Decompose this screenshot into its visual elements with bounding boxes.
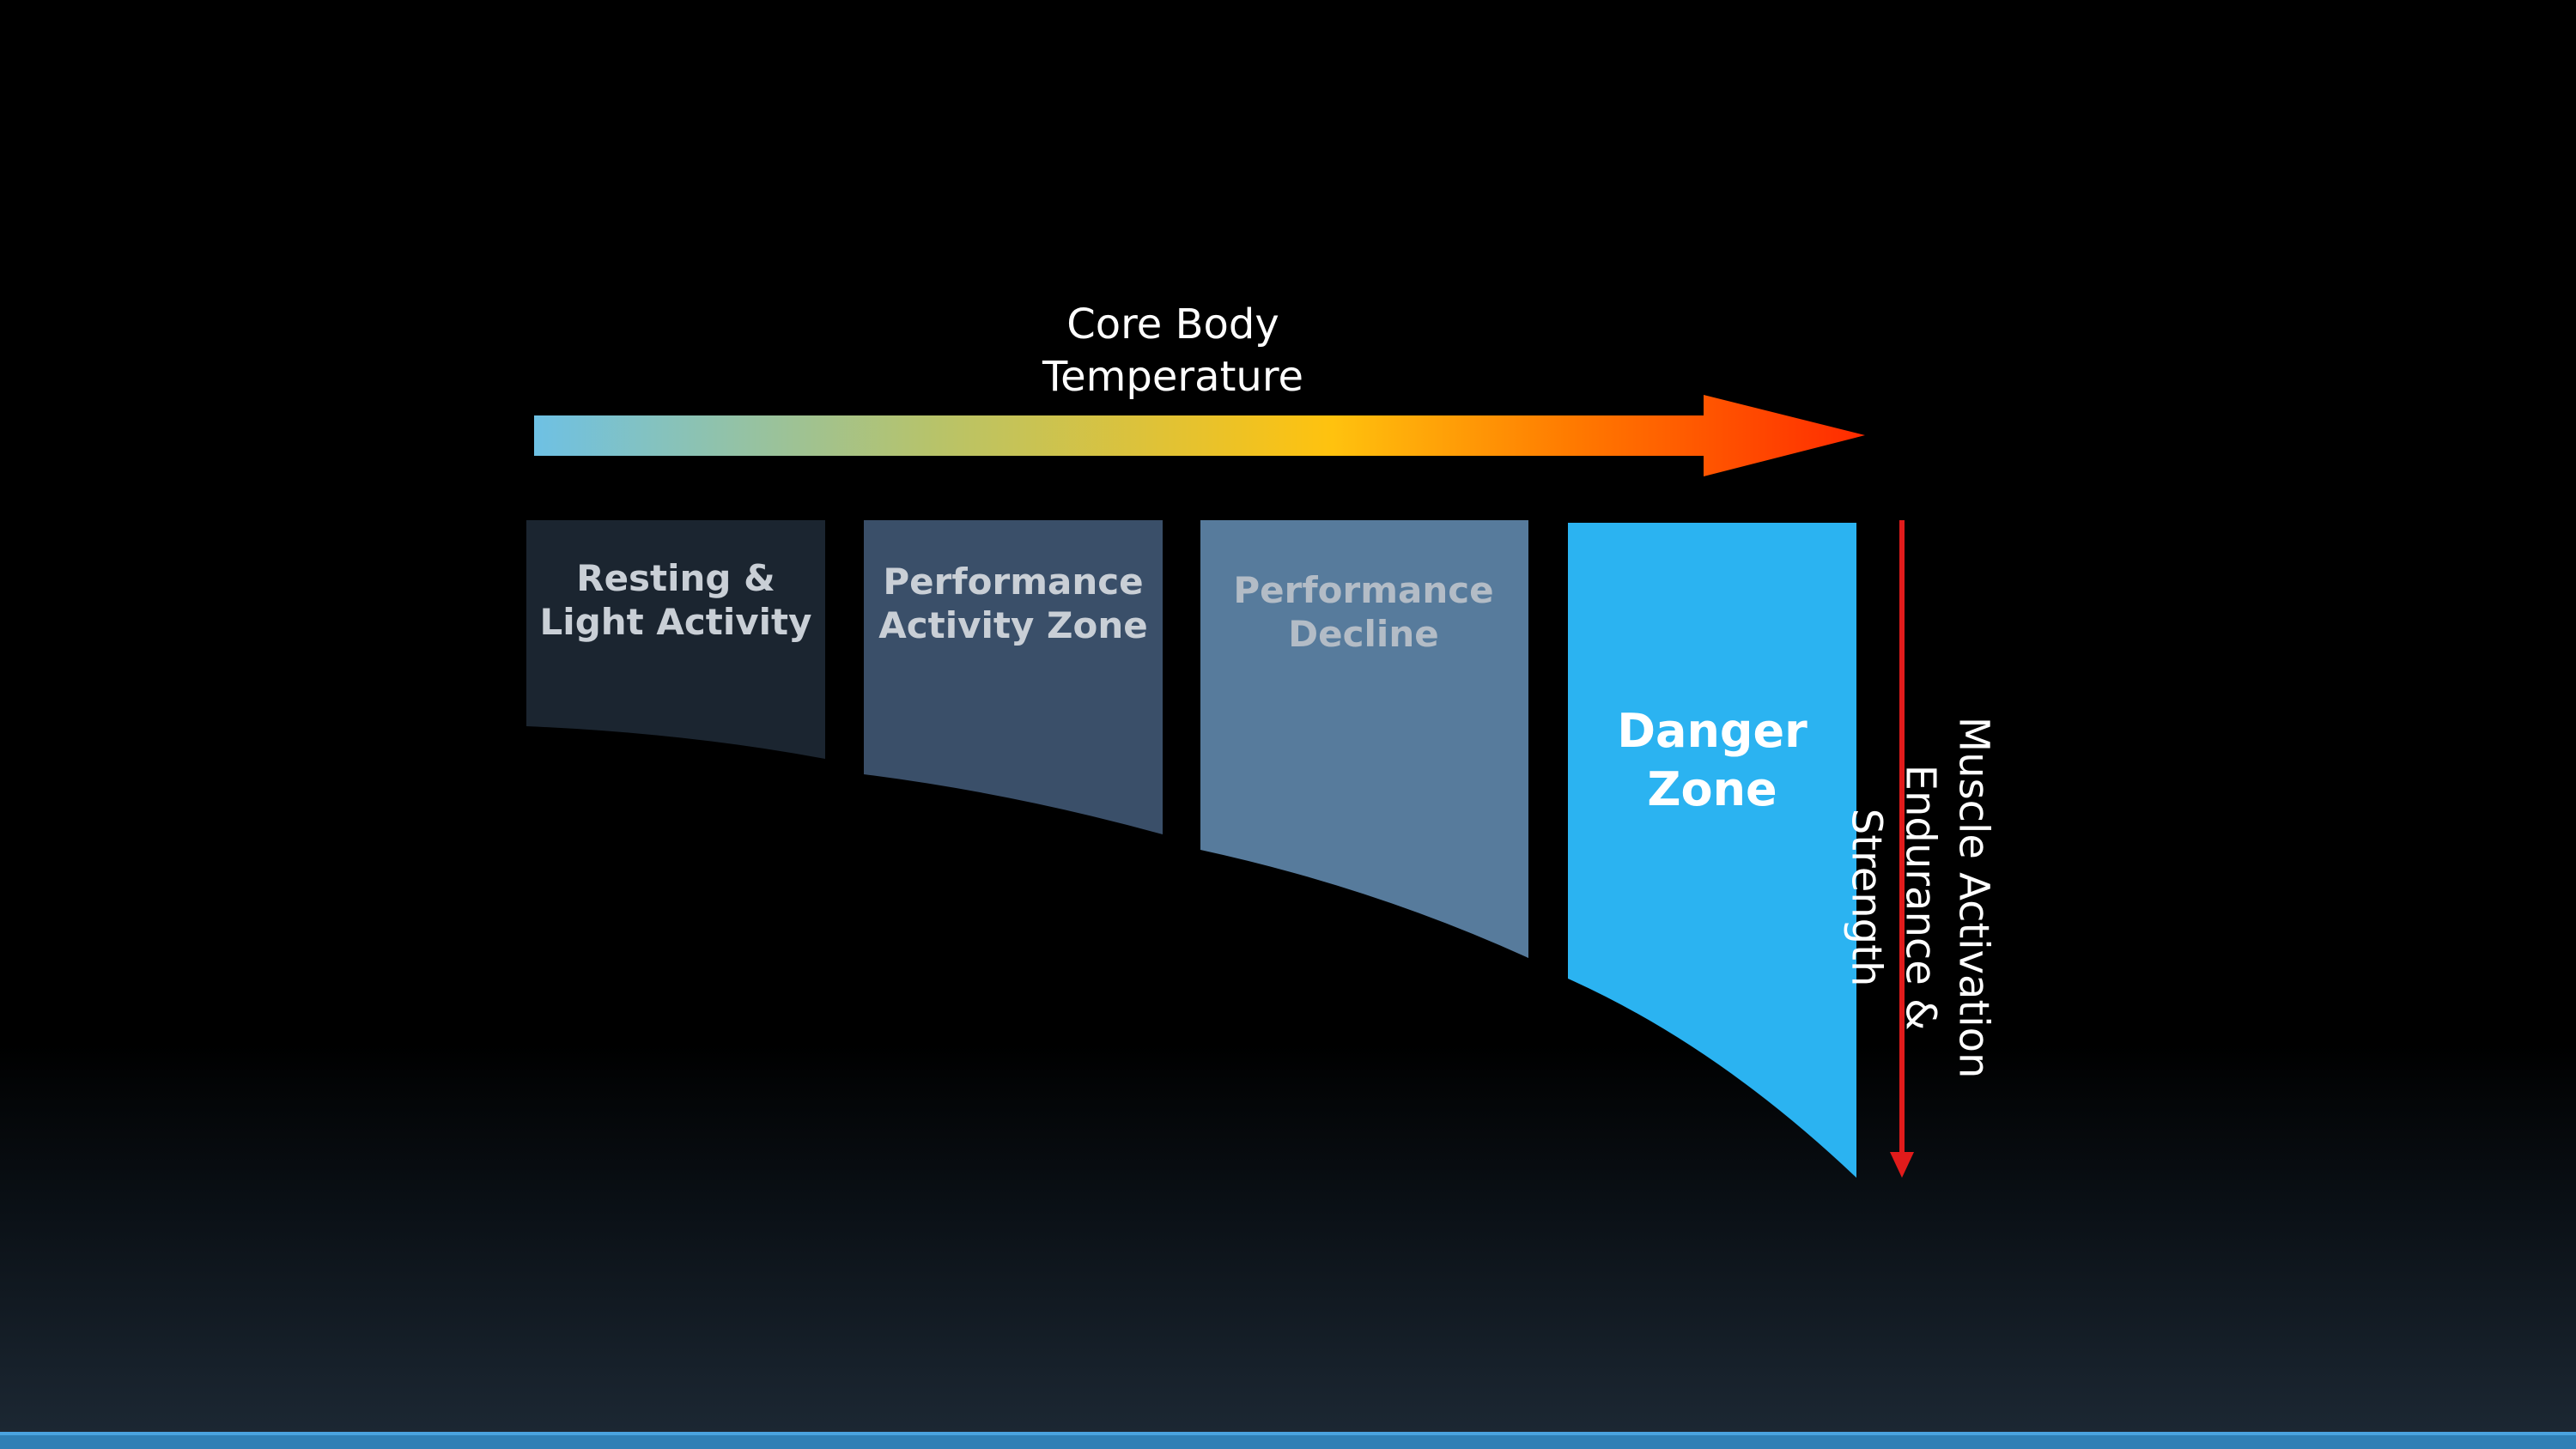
- top-axis-label: Core Body Temperature: [1042, 300, 1304, 401]
- zone-label-performance-activity: Performance Activity Zone: [878, 561, 1148, 647]
- zone-label-resting: Resting & Light Activity: [539, 557, 812, 644]
- zone-shape-danger: [1568, 523, 1856, 1178]
- side-axis-label: Muscle Activation Endurance & Strength: [1842, 716, 1998, 1079]
- zone-label-performance-decline: Performance Decline: [1233, 569, 1494, 656]
- zone-label-danger: Danger Zone: [1617, 704, 1807, 816]
- zone-shape-performance-decline: [1200, 520, 1528, 958]
- bottom-accent-bar: [0, 1432, 2576, 1449]
- temperature-arrow: [534, 395, 1865, 476]
- muscle-activation-arrow-head: [1890, 1152, 1914, 1178]
- zone-shape-performance-activity: [864, 520, 1163, 834]
- zone-shape-resting: [526, 520, 825, 759]
